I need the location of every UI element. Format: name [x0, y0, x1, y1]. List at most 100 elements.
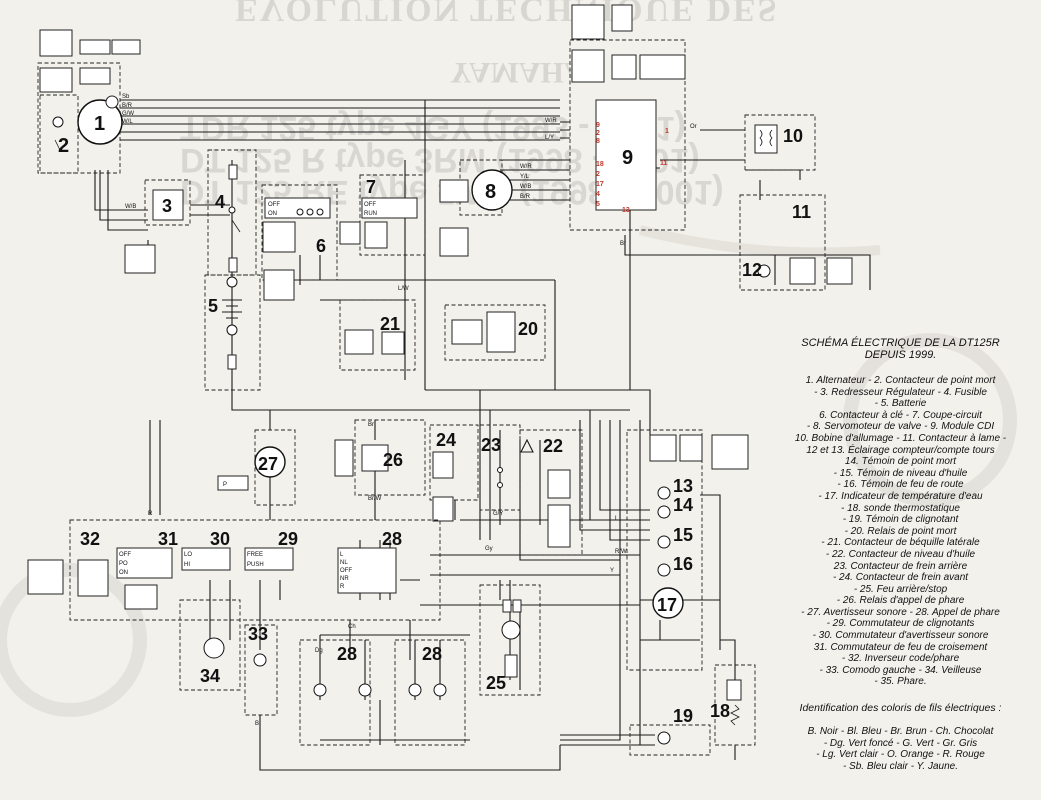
front-brake-switch: 24 — [429, 424, 479, 522]
switch-label-run: RUN — [364, 211, 377, 217]
component-number: 20 — [518, 319, 538, 339]
cdi-pin: 13 — [622, 207, 630, 214]
component-number: 7 — [366, 177, 376, 197]
switch-label-off: OFF — [340, 568, 352, 574]
legend-line: - 32. Inverseur code/phare — [841, 653, 960, 665]
component-number: 23 — [481, 435, 501, 455]
caption-title-line: SCHÉMA ÉLECTRIQUE DE LA DT125R — [801, 337, 1000, 349]
component-number: 28 — [382, 529, 402, 549]
wire-label: Ch — [348, 624, 356, 630]
wire-label: G/W — [122, 111, 134, 117]
legend-line: - 16. Témoin de feu de route — [837, 479, 964, 491]
switch-label-r: R — [340, 584, 345, 590]
component-number: 18 — [710, 701, 730, 721]
cdi-pin: 17 — [596, 181, 604, 188]
thermo-sensor: 18 — [710, 664, 756, 746]
component-number: 26 — [383, 450, 403, 470]
caption-title-line: DEPUIS 1999. — [864, 349, 937, 361]
switch-label-off: OFF — [268, 202, 280, 208]
rectifier-regulator: 3 — [124, 179, 191, 274]
cdi-pin: 11 — [660, 160, 668, 167]
legend-line: - 24. Contacteur de frein avant — [832, 572, 969, 584]
cdi-pin: 18 — [596, 161, 604, 168]
rear-brake-switch: 23 — [479, 424, 521, 511]
legend-line: - 27. Avertisseur sonore - 28. Appel de … — [801, 606, 1000, 618]
turn-signal-lights: 28 28 — [299, 639, 466, 746]
component-number: 13 — [673, 476, 693, 496]
oil-level-switch: 22 — [519, 429, 583, 556]
wire-label: L — [615, 516, 619, 522]
wire-label: L/Y — [545, 135, 554, 141]
switch-label-nl: NL — [340, 560, 348, 566]
component-number: 24 — [436, 430, 456, 450]
wire-label: W/L — [122, 119, 133, 125]
component-number: 12 — [742, 260, 762, 280]
battery: 5 — [204, 274, 261, 391]
caption-legend: 1. Alternateur - 2. Contacteur de point … — [768, 375, 1033, 688]
component-number: 15 — [673, 525, 693, 545]
component-number: 14 — [673, 495, 693, 515]
legend-line: - 33. Comodo gauche - 34. Veilleuse — [819, 664, 982, 676]
switch-label-off: OFF — [119, 552, 131, 558]
wire-label: Br — [368, 422, 374, 428]
legend-line: 14. Témoin de point mort — [844, 456, 957, 468]
wire-label: W/R — [545, 118, 557, 124]
component-number: 6 — [316, 236, 326, 256]
component-number: 34 — [200, 666, 220, 686]
cdi-pin: 2 — [596, 130, 600, 137]
component-number: 17 — [657, 595, 677, 615]
legend-line: 10. Bobine d'allumage - 11. Contacteur à… — [794, 432, 1007, 444]
pilot-light: 33 — [244, 624, 278, 716]
colors-line: - Lg. Vert clair - O. Orange - R. Rouge — [816, 749, 985, 761]
switch-label-on: ON — [268, 211, 277, 217]
legend-line: - 8. Servomoteur de valve - 9. Module CD… — [806, 421, 995, 433]
wire-label: Y — [610, 568, 614, 574]
ignition-coil: 10 — [744, 114, 816, 171]
background-photo — [0, 225, 1017, 717]
legend-line: 12 et 13. Éclairage compteur/compte tour… — [806, 444, 995, 456]
wire-label: B/R — [122, 103, 133, 109]
wire-label: Br — [620, 241, 626, 247]
component-number: 8 — [485, 181, 496, 203]
colors-line: - Sb. Bleu clair - Y. Jaune. — [842, 760, 959, 772]
wire-label: Y/L — [520, 174, 530, 180]
alternator: 1 — [37, 29, 141, 174]
legend-line: - 21. Contacteur de béquille latérale — [821, 537, 980, 549]
switch-label-l: L — [340, 552, 344, 558]
component-number: 19 — [673, 706, 693, 726]
colors-line: - Dg. Vert foncé - G. Vert - Gr. Gris — [823, 737, 978, 749]
legend-line: - 18. sonde thermostatique — [841, 502, 960, 514]
cdi-pin: 8 — [596, 138, 600, 145]
component-number: 3 — [162, 196, 172, 216]
legend-line: - 25. Feu arrière/stop — [853, 583, 948, 595]
legend-line: - 35. Phare. — [874, 676, 927, 688]
legend-line: - 30. Commutateur d'avertisseur sonore — [812, 630, 989, 642]
component-number: 11 — [792, 202, 811, 222]
legend-line: - 15. Témoin de niveau d'huile — [833, 467, 968, 479]
legend-line: - 29. Commutateur de clignotants — [826, 618, 975, 630]
ignition-switch: OFF ON 6 — [261, 184, 338, 301]
horn: 27 — [217, 429, 296, 506]
wire-label: Dg — [315, 648, 323, 654]
turn-indicator-light: 19 — [629, 706, 711, 756]
component-number: 28 — [422, 644, 442, 664]
component-number: 1 — [94, 113, 105, 135]
component-number: 2 — [58, 135, 69, 157]
legend-line: - 3. Redresseur Régulateur - 4. Fusible — [814, 386, 987, 398]
meter-light-12: 12 — [742, 260, 771, 280]
left-handlebar-combo: 32 OFF PO ON 31 LO HI 30 FREE PUSH 29 L … — [27, 519, 441, 621]
component-number: 16 — [673, 554, 693, 574]
legend-line: 31. Commutateur de feu de croisement — [813, 641, 988, 653]
cdi-pin: 4 — [596, 191, 600, 198]
sidestand-switch: 21 — [339, 299, 416, 371]
wire-label: B/R — [520, 194, 531, 200]
component-number: 31 — [158, 529, 178, 549]
switch-label-lo: LO — [184, 552, 192, 558]
tail-stop-light: 25 — [479, 584, 541, 696]
caption-title: SCHÉMA ÉLECTRIQUE DE LA DT125R DEPUIS 19… — [768, 337, 1033, 361]
switch-label-hi: HI — [184, 562, 190, 568]
kill-switch: 7 OFF RUN — [339, 174, 426, 256]
component-number: 33 — [248, 624, 268, 644]
